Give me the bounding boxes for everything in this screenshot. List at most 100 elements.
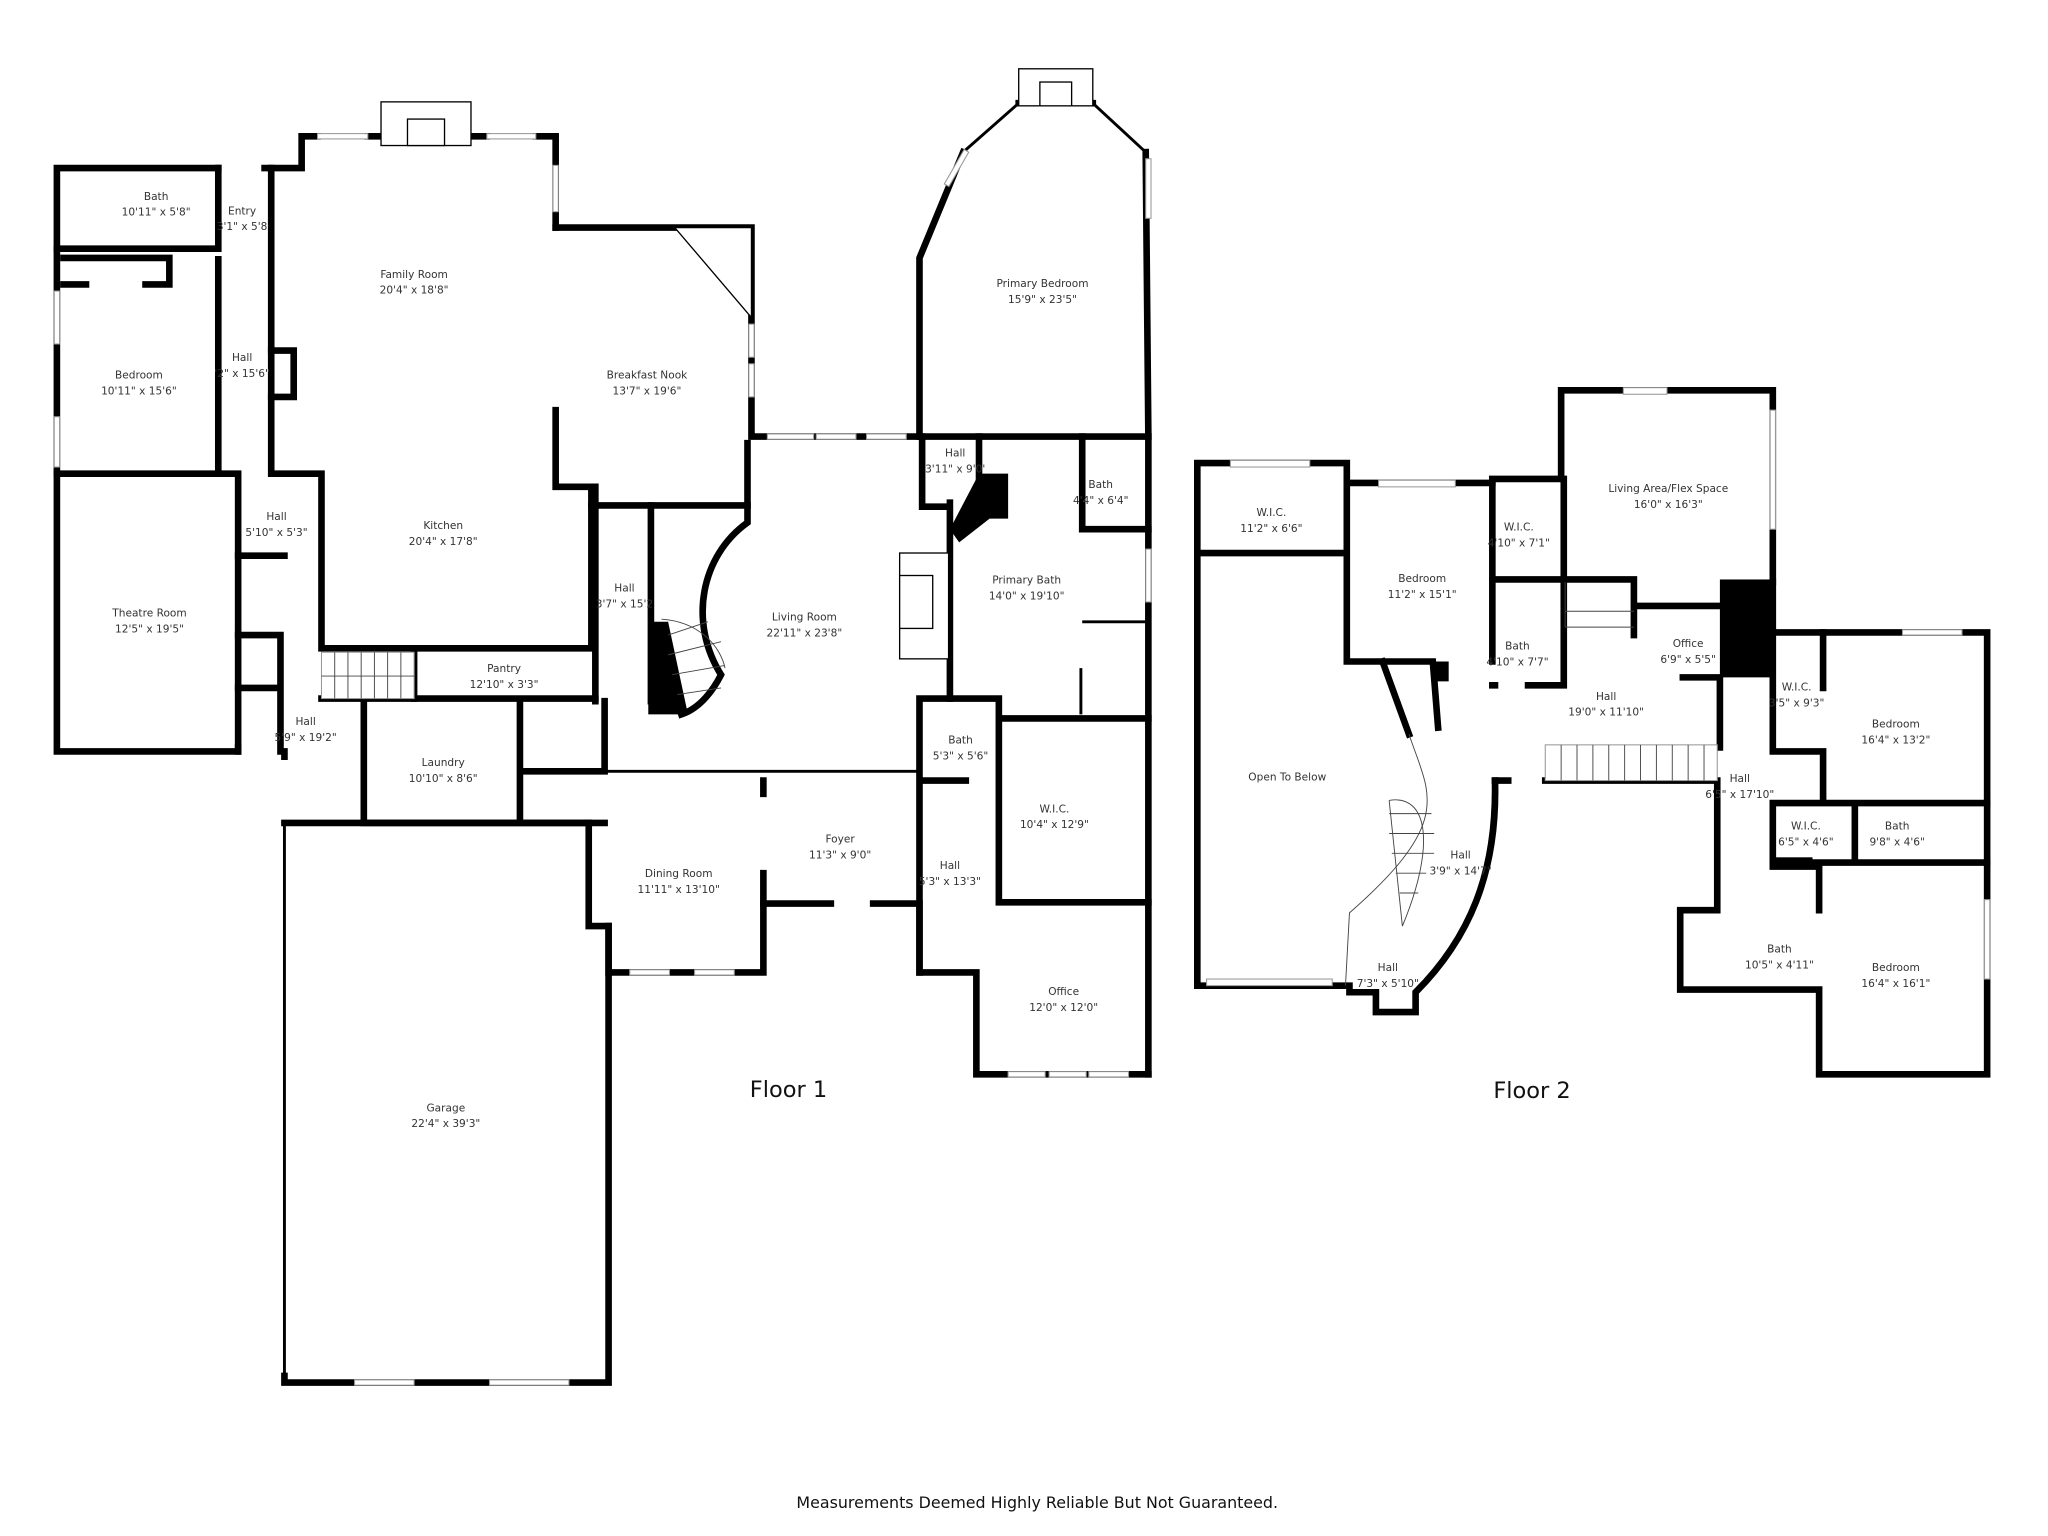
room-label: Breakfast Nook 13'7" x 19'6" xyxy=(607,369,689,397)
room-name: Hall xyxy=(1378,962,1398,974)
room-dimensions: 5'9" x 19'2" xyxy=(275,732,337,744)
floor-1-walls xyxy=(53,68,1152,1386)
room-name: Breakfast Nook xyxy=(607,369,689,381)
room-label: W.I.C. 11'2" x 6'6" xyxy=(1240,507,1302,535)
room-name: Dining Room xyxy=(645,868,713,880)
room-dimensions: 22'4" x 39'3" xyxy=(411,1118,480,1130)
room-dimensions: 5'3" x 13'3" xyxy=(919,876,981,888)
room-dimensions: 12'0" x 12'0" xyxy=(1029,1002,1098,1014)
disclaimer-footer: Measurements Deemed Highly Reliable But … xyxy=(796,1493,1278,1512)
room-name: Pantry xyxy=(487,663,521,675)
room-name: Hall xyxy=(232,352,252,364)
floor-1-label: Floor 1 xyxy=(750,1077,827,1103)
room-label: W.I.C.4'10" x 7'1" xyxy=(1488,522,1550,550)
room-dimensions: 11'3" x 9'0" xyxy=(809,850,871,862)
room-dimensions: 3'9" x 14'7" xyxy=(1429,866,1491,878)
room-name: Hall xyxy=(614,582,634,594)
room-label: Bath 4'4" x 6'4" xyxy=(1073,479,1128,507)
room-label: Hall 5'3" x 13'3" xyxy=(919,860,981,888)
room-dimensions: 3'7" x 15'2 xyxy=(596,598,653,610)
room-dimensions: 12'10" x 3'3" xyxy=(470,679,539,691)
room-label: W.I.C. 3'5" x 9'3" xyxy=(1769,682,1824,710)
room-dimensions: 11'2" x 6'6" xyxy=(1240,523,1302,535)
room-label: Entry 3'1" x 5'8 xyxy=(217,205,268,233)
room-name: W.I.C. xyxy=(1791,821,1821,833)
room-name: Bath xyxy=(1088,479,1113,491)
room-name: Bedroom xyxy=(1872,719,1920,731)
room-dimensions: 10'10" x 8'6" xyxy=(409,773,478,785)
room-name: Foyer xyxy=(825,834,855,846)
room-label: Bath 5'3" x 5'6" xyxy=(933,735,988,763)
room-name: W.I.C. xyxy=(1256,507,1286,519)
room-name: Bedroom xyxy=(115,369,163,381)
room-name: Hall xyxy=(266,511,286,523)
room-dimensions: 7'3" x 5'10" xyxy=(1357,978,1419,990)
room-label: Foyer 11'3" x 9'0" xyxy=(809,834,871,862)
room-name: W.I.C. xyxy=(1782,682,1812,694)
room-dimensions: 13'7" x 19'6" xyxy=(612,385,681,397)
room-dimensions: 11'2" x 15'1" xyxy=(1388,589,1457,601)
room-dimensions: 5'3" x 5'6" xyxy=(933,750,988,762)
room-name: Office xyxy=(1673,638,1704,650)
room-dimensions: 6'5" x 4'6" xyxy=(1778,836,1833,848)
room-name: Bedroom xyxy=(1398,573,1446,585)
room-label: Bath 9'8" x 4'6" xyxy=(1869,821,1924,849)
room-dimensions: 10'11" x 15'6" xyxy=(101,385,177,397)
room-dimensions: 3'5" x 9'3" xyxy=(1769,697,1824,709)
room-dimensions: 5'10" x 5'3" xyxy=(245,527,307,539)
room-label: Hall 3'9" x 14'7" xyxy=(1429,850,1491,878)
room-name: Entry xyxy=(228,205,256,217)
room-dimensions: 9'8" x 4'6" xyxy=(1869,836,1924,848)
room-name: Open To Below xyxy=(1248,772,1326,784)
room-name: Family Room xyxy=(380,269,448,281)
room-label: Bedroom 16'4" x 16'1" xyxy=(1861,962,1930,990)
room-name: Bedroom xyxy=(1872,962,1920,974)
room-dimensions: 4'4" x 6'4" xyxy=(1073,495,1128,507)
room-dimensions: 3'1" x 5'8 xyxy=(217,221,268,233)
room-name: Hall xyxy=(1450,850,1470,862)
floor-2-walls xyxy=(1194,386,1991,1078)
room-name: Hall xyxy=(1596,691,1616,703)
room-label: Hall 3'7" x 15'2 xyxy=(596,582,653,610)
room-label: Garage 22'4" x 39'3" xyxy=(411,1102,480,1130)
room-dimensions: 16'4" x 16'1" xyxy=(1861,978,1930,990)
room-name: Theatre Room xyxy=(111,608,186,620)
room-name: Bath xyxy=(948,735,973,747)
room-dimensions: 15'9" x 23'5" xyxy=(1008,294,1077,306)
floor-2-label: Floor 2 xyxy=(1493,1078,1570,1104)
room-name: Garage xyxy=(426,1102,465,1114)
room-label: Open To Below xyxy=(1248,772,1326,784)
room-name: Living Room xyxy=(772,611,837,623)
room-name: Bath xyxy=(1885,821,1910,833)
room-dimensions: 16'0" x 16'3" xyxy=(1634,499,1703,511)
room-label: Hall 7'3" x 5'10" xyxy=(1357,962,1419,990)
room-dimensions: 6'9" x 5'5" xyxy=(1660,654,1715,666)
room-name: W.I.C. xyxy=(1040,803,1070,815)
room-dimensions: 10'11" x 5'8" xyxy=(122,207,191,219)
room-label: W.I.C.10'4" x 12'9" xyxy=(1020,803,1089,831)
room-label: Hall'2" x 15'6" xyxy=(214,352,269,380)
room-name: Hall xyxy=(945,447,965,459)
room-name: Hall xyxy=(940,860,960,872)
room-name: Bath xyxy=(144,191,169,203)
room-dimensions: 22'11" x 23'8" xyxy=(767,627,843,639)
room-dimensions: 14'0" x 19'10" xyxy=(989,590,1065,602)
room-dimensions: 11'11" x 13'10" xyxy=(638,884,720,896)
room-dimensions: 10'5" x 4'11" xyxy=(1745,959,1814,971)
room-label: Hall 5'10" x 5'3" xyxy=(245,511,307,539)
room-dimensions: 4'10" x 7'1" xyxy=(1488,537,1550,549)
